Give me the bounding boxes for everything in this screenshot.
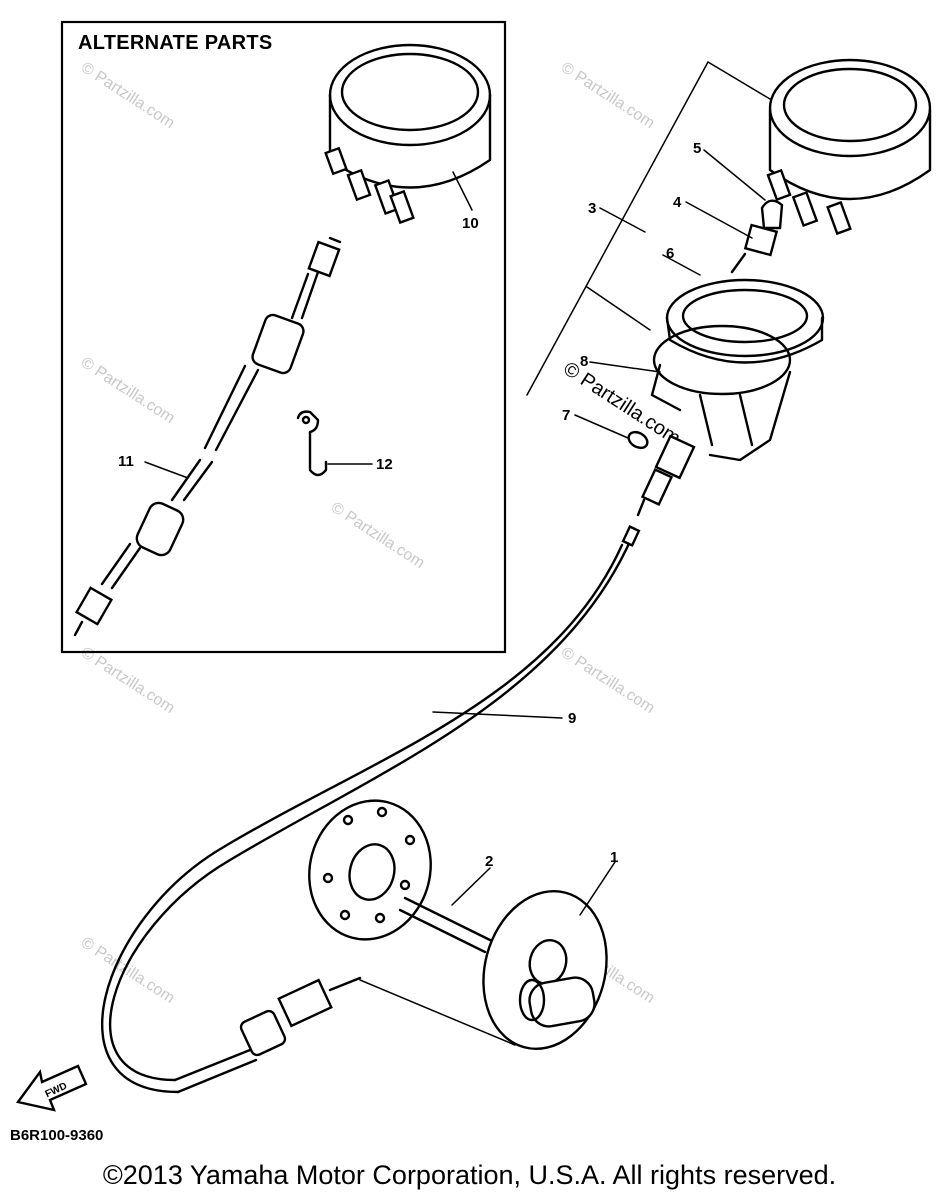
watermark: © Partzilla.com (328, 499, 428, 572)
diagram-code: B6R100-9360 (10, 1127, 104, 1144)
callout-4[interactable]: 4 (673, 194, 682, 211)
callout-7[interactable]: 7 (562, 407, 570, 424)
alternate-parts-frame (60, 20, 507, 654)
assembly-bracket (526, 61, 781, 396)
bulb-part-5[interactable] (760, 199, 784, 230)
speedometer-cable-part-9[interactable] (100, 525, 641, 1094)
alternate-speedometer-part-10[interactable] (324, 43, 492, 225)
callout-labels: 1 2 3 4 5 6 7 8 9 10 11 12 (118, 140, 701, 870)
callout-9[interactable]: 9 (568, 710, 576, 727)
callout-10[interactable]: 10 (462, 215, 479, 232)
gear-disc (308, 799, 432, 941)
clip-part-12[interactable] (296, 410, 328, 477)
watermark: © Partzilla.com (558, 644, 658, 717)
damper-part-6[interactable] (665, 278, 825, 364)
callout-1[interactable]: 1 (610, 849, 618, 866)
leader-lines (144, 149, 766, 916)
watermark: © Partzilla.com (78, 59, 178, 132)
watermark: © Partzilla.com (558, 59, 658, 132)
callout-2[interactable]: 2 (485, 853, 493, 870)
alternate-speedometer-cable-part-11[interactable] (73, 236, 342, 637)
cable-to-gear-line (359, 979, 516, 1046)
callout-8[interactable]: 8 (580, 353, 588, 370)
socket-part-4[interactable] (730, 223, 779, 274)
callout-11[interactable]: 11 (118, 453, 134, 470)
copyright-notice: ©2013 Yamaha Motor Corporation, U.S.A. A… (102, 1160, 837, 1190)
forward-arrow-icon: FWD (15, 1064, 88, 1112)
watermark: © Partzilla.com (78, 354, 178, 427)
grommet-part-7[interactable] (626, 429, 650, 451)
shaft-part-2[interactable] (398, 896, 492, 954)
speedometer-case-part-8[interactable] (650, 324, 792, 462)
callout-5[interactable]: 5 (693, 140, 701, 157)
watermark: © Partzilla.com (78, 644, 178, 717)
callout-12[interactable]: 12 (376, 456, 393, 473)
cable-coupling (636, 434, 696, 517)
speedometer-assembly-part-3[interactable] (766, 58, 932, 236)
callout-3[interactable]: 3 (588, 200, 596, 217)
speedometer-gear-unit-part-1[interactable] (466, 877, 623, 1063)
alternate-parts-title: ALTERNATE PARTS (78, 32, 273, 54)
callout-6[interactable]: 6 (666, 245, 674, 262)
